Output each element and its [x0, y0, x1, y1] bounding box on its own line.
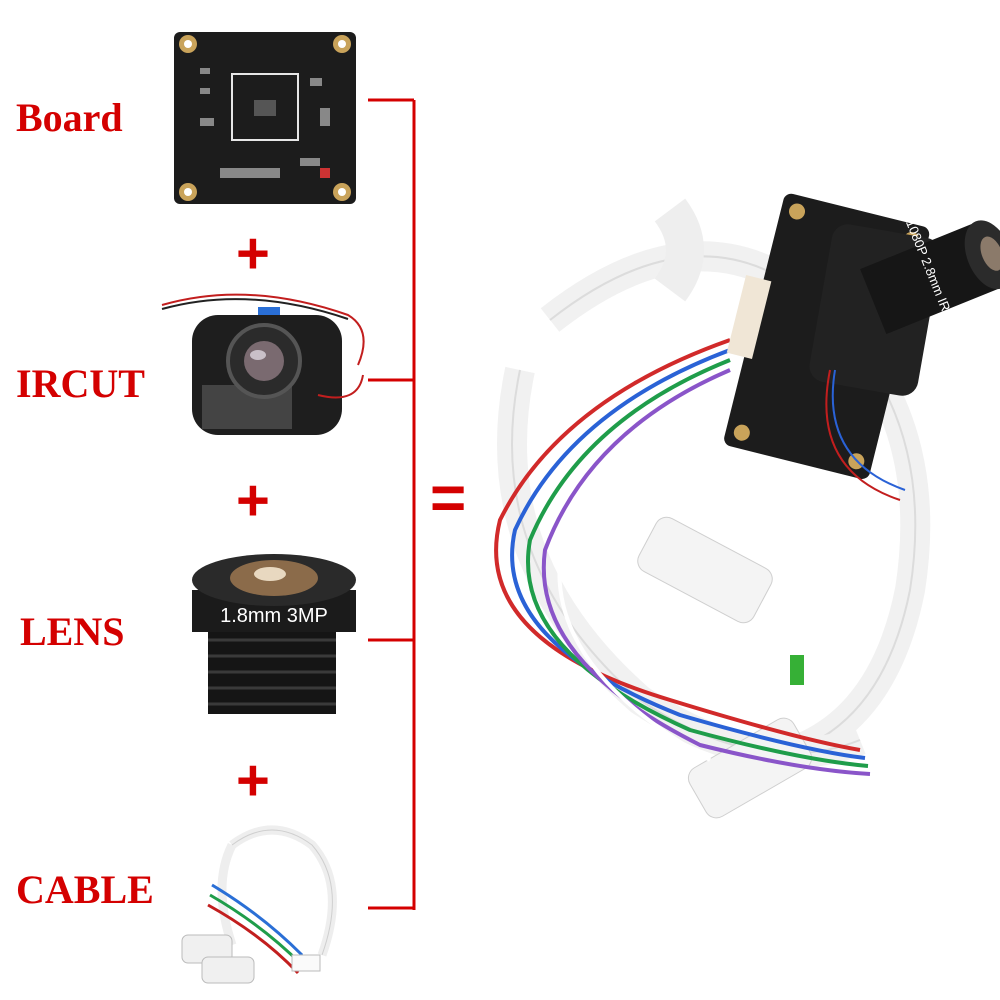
plus-sign-3: +	[236, 748, 270, 813]
label-lens: LENS	[20, 609, 125, 654]
ircut-filter-image	[161, 293, 365, 435]
lens-image: 1.8mm 3MP	[192, 554, 356, 714]
label-ircut: IRCUT	[16, 361, 145, 406]
label-board: Board	[16, 95, 123, 140]
assembled-camera-image: 1080P 2.8mm IR	[494, 193, 1000, 819]
plus-sign-1: +	[236, 221, 270, 286]
lens-marking-text: 1.8mm 3MP	[220, 605, 328, 627]
label-cable: CABLE	[16, 867, 154, 912]
equals-sign: =	[430, 464, 467, 533]
plus-sign-2: +	[236, 468, 270, 533]
board-pcb-image	[174, 32, 356, 204]
cable-image	[181, 825, 337, 984]
